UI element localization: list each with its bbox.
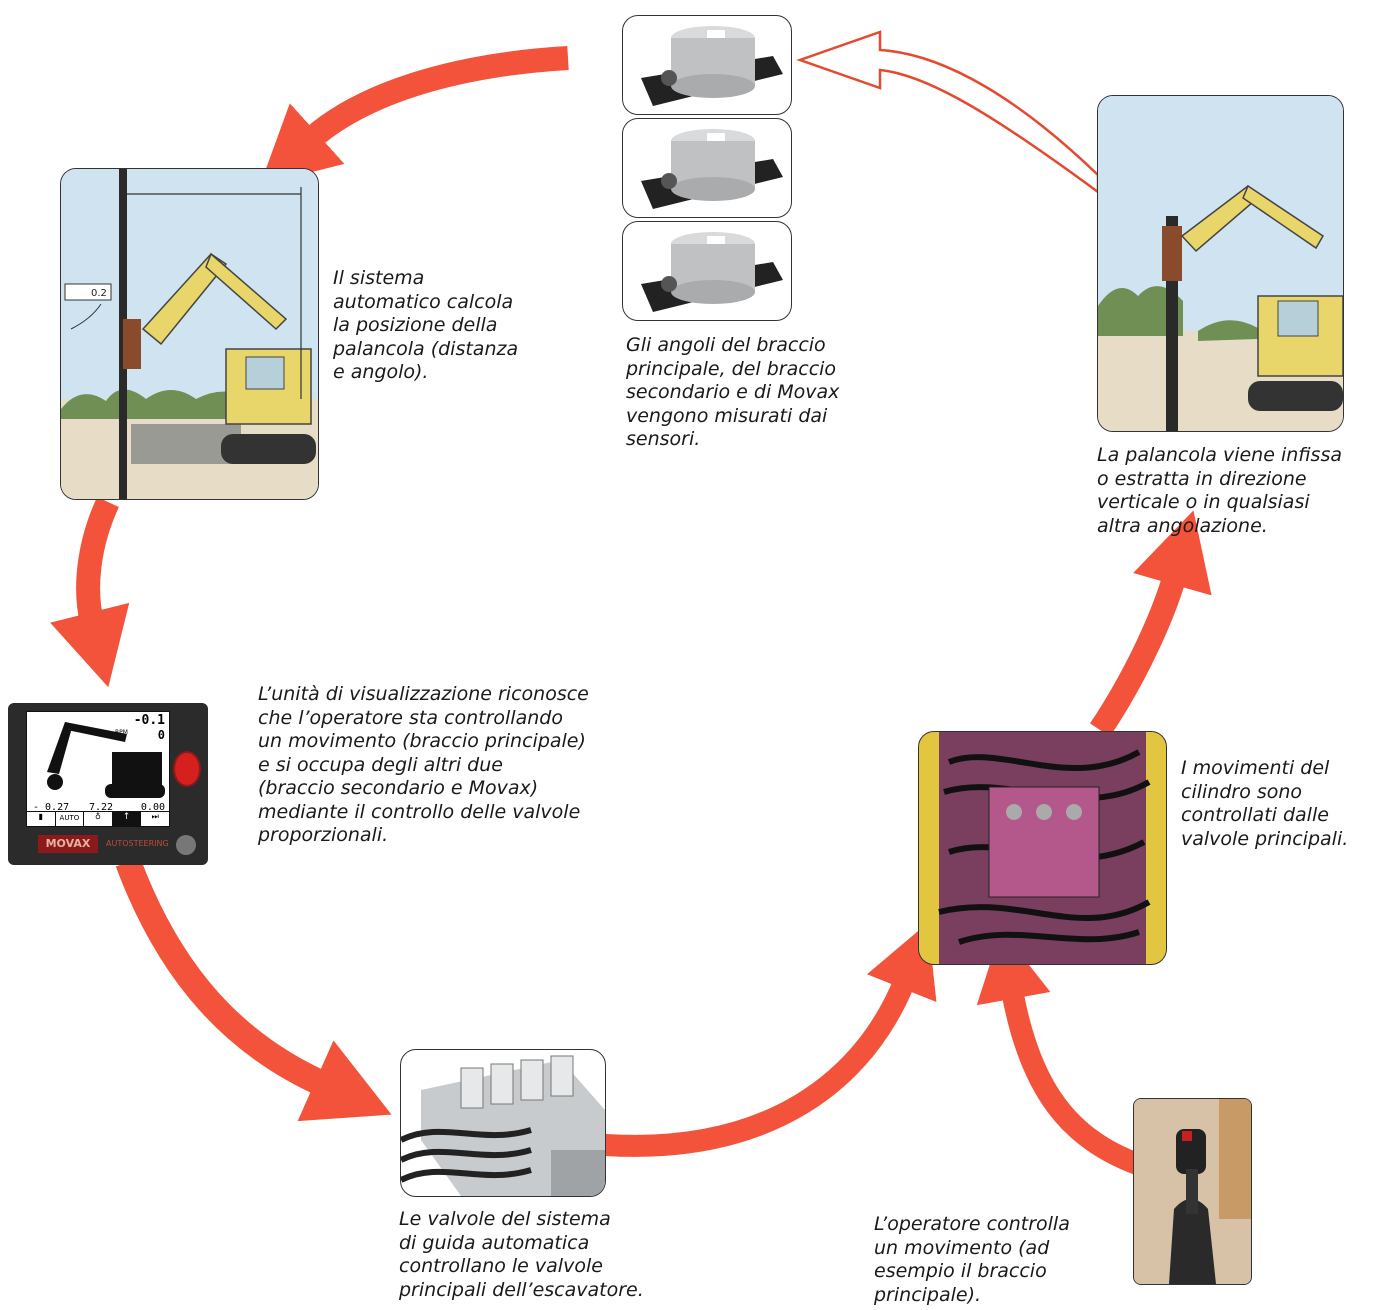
display-btn-up[interactable]: ↑ (112, 812, 142, 826)
emergency-stop-button[interactable] (173, 751, 201, 787)
display-btn-1[interactable]: ▮ (27, 812, 56, 826)
display-rpm-value: 0 (157, 728, 165, 742)
sensor-photo-3 (622, 221, 792, 321)
display-value-right: 0.00 (140, 802, 165, 813)
caption-cylinders: I movimenti del cilindro sono controllat… (1181, 757, 1349, 850)
caption-sensors: Gli angoli del braccio principale, del b… (626, 334, 840, 450)
caption-autovalves: Le valvole del sistema di guida automati… (399, 1208, 644, 1301)
display-value-mid: 7.22 (89, 802, 114, 813)
arrow-valves-to-hydraulic (604, 922, 937, 1157)
display-knob[interactable] (176, 835, 196, 855)
joystick-photo (1133, 1098, 1252, 1285)
display-screen: -0.1 RPM 0 - 0.27 7.22 0.00 ▮ AUTO ♁ ↑ ⏭ (26, 711, 170, 827)
excavator-driven-photo (1097, 95, 1344, 432)
caption-calc: Il sistema automatico calcola la posizio… (333, 267, 519, 383)
arrow-calc-to-display (50, 496, 130, 688)
display-brand-sub: AUTOSTEERING (106, 839, 169, 848)
arrow-display-to-valves (115, 857, 392, 1122)
hydraulic-valves-photo (918, 731, 1167, 965)
display-rpm-label: RPM (115, 729, 128, 736)
display-unit: -0.1 RPM 0 - 0.27 7.22 0.00 ▮ AUTO ♁ ↑ ⏭… (8, 703, 208, 865)
display-top-value: -0.1 (133, 713, 165, 728)
caption-display: L’unità di visualizzazione riconosce che… (258, 683, 589, 846)
display-button-row: ▮ AUTO ♁ ↑ ⏭ (27, 811, 169, 826)
caption-operator: L’operatore controlla un movimento (ad e… (874, 1213, 1070, 1306)
arrow-hydraulic-to-driven (1090, 510, 1212, 737)
sensor-photo-1 (622, 15, 792, 115)
display-btn-next[interactable]: ⏭ (151, 812, 159, 821)
calc-readout: 0.2 (91, 288, 107, 299)
arrow-sensors-to-calc (260, 46, 569, 185)
display-btn-3[interactable]: ♁ (84, 812, 113, 826)
caption-driven: La palancola viene infissa o estratta in… (1097, 444, 1342, 537)
display-value-left: - 0.27 (33, 802, 70, 813)
display-btn-auto[interactable]: AUTO (56, 812, 85, 826)
arrow-driven-to-sensors (796, 30, 1100, 195)
arrow-joystick-to-hydraulic (976, 929, 1144, 1176)
sensor-photo-2 (622, 118, 792, 218)
display-brand-logo: MOVAX (38, 835, 98, 853)
autosteering-valves-photo (400, 1049, 606, 1197)
excavator-calc-photo: 0.2 (60, 168, 319, 500)
